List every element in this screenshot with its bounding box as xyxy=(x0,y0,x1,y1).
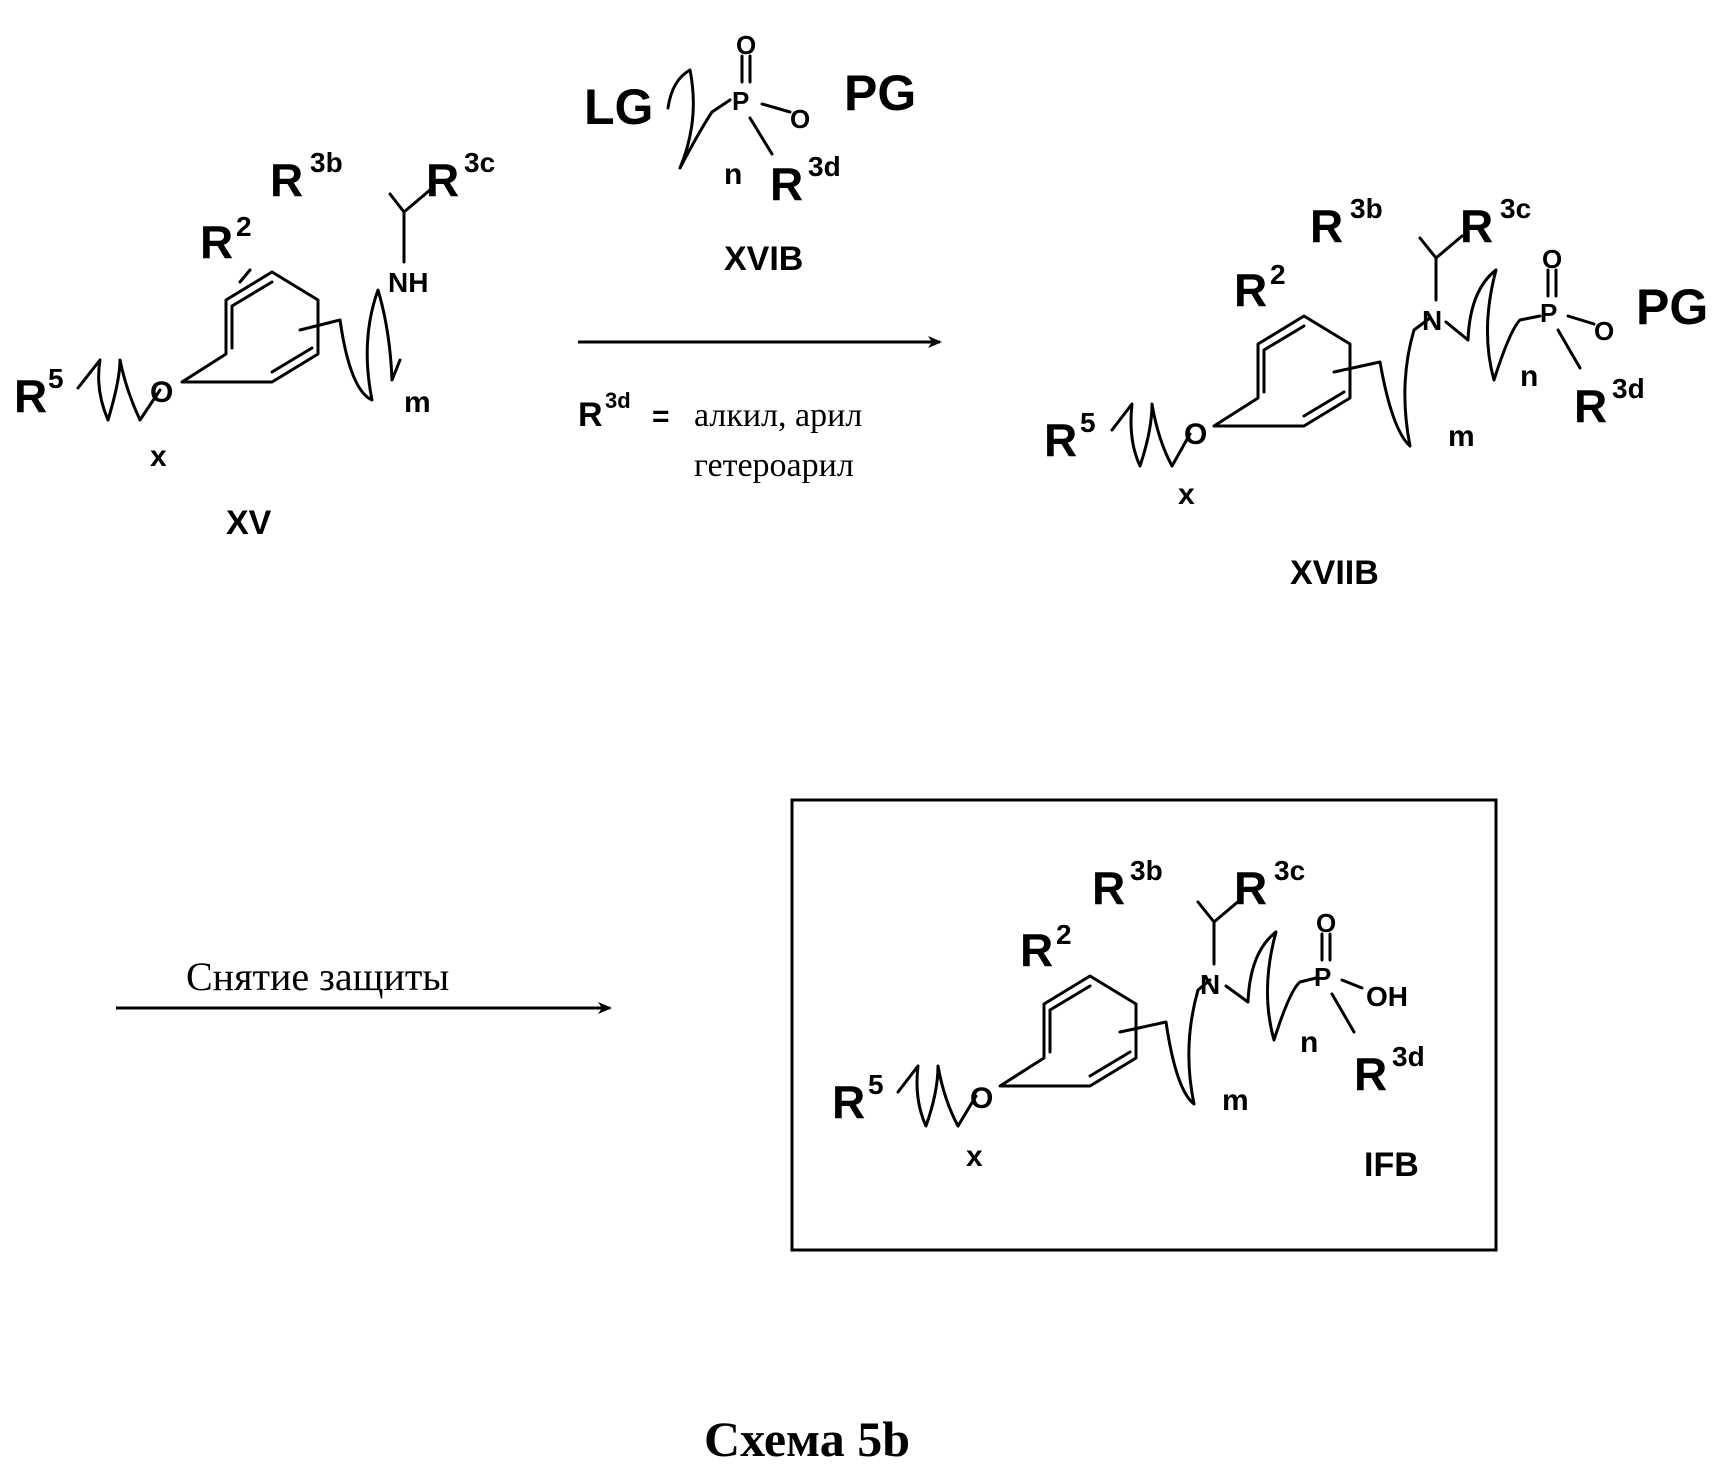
ifb-nitrogen: N xyxy=(1200,969,1220,1000)
scheme-caption: Схема 5b xyxy=(704,1411,910,1467)
condition-line-1: алкил, арил xyxy=(694,397,862,434)
xv-nh: NH xyxy=(388,267,428,298)
xviib-index-x: x xyxy=(1178,478,1195,511)
compound-xv: R 5 O x R 2 m NH R 3b R 3c XV xyxy=(14,147,495,542)
xviib-r3d-label: R xyxy=(1574,380,1607,432)
xviib-oxo: O xyxy=(1542,244,1562,274)
ifb-hydroxyl: OH xyxy=(1366,981,1408,1012)
xviib-index-n: n xyxy=(1520,360,1538,393)
ifb-r3d-label: R xyxy=(1354,1048,1387,1100)
xv-index-x: x xyxy=(150,440,167,473)
xvib-compound-label: XVIB xyxy=(724,240,803,278)
xv-r3b-label: R xyxy=(270,154,303,206)
ifb-r3c-label: R xyxy=(1234,862,1267,914)
ifb-r3b-superscript: 3b xyxy=(1130,855,1163,886)
xviib-index-m: m xyxy=(1448,420,1475,453)
xv-r3c-label: R xyxy=(426,154,459,206)
compound-xviib: R 5 O x R 2 m N R 3b R 3c n P O O PG R 3… xyxy=(1044,193,1708,592)
xv-r2-label: R xyxy=(200,216,233,268)
xvib-lg: LG xyxy=(584,79,653,135)
ifb-r2-superscript: 2 xyxy=(1056,919,1072,950)
xvib-phosphorus: P xyxy=(732,86,749,116)
xviib-r3c-superscript: 3c xyxy=(1500,193,1531,224)
xvib-r3d-superscript: 3d xyxy=(808,151,841,182)
xviib-ester-oxygen: O xyxy=(1594,316,1614,346)
reaction-arrow-1: R 3d = алкил, арил гетероарил xyxy=(578,342,940,484)
ifb-ether-oxygen: O xyxy=(970,1082,993,1115)
xv-r2-superscript: 2 xyxy=(236,211,252,242)
ifb-r3d-superscript: 3d xyxy=(1392,1041,1425,1072)
xviib-r5-superscript: 5 xyxy=(1080,407,1096,438)
condition-equals: = xyxy=(652,400,670,433)
ifb-index-x: x xyxy=(966,1140,983,1173)
xv-ether-oxygen: O xyxy=(150,376,173,409)
ifb-index-m: m xyxy=(1222,1084,1249,1117)
ifb-phosphorus: P xyxy=(1314,962,1331,992)
xv-r3b-superscript: 3b xyxy=(310,147,343,178)
xviib-r3d-superscript: 3d xyxy=(1612,373,1645,404)
xviib-r2-superscript: 2 xyxy=(1270,259,1286,290)
xviib-nitrogen: N xyxy=(1422,305,1442,336)
ifb-r5-label: R xyxy=(832,1076,865,1128)
deprotection-label: Снятие защиты xyxy=(186,954,449,999)
xv-r3c-superscript: 3c xyxy=(464,147,495,178)
condition-r3d-label: R xyxy=(578,396,603,434)
reagent-xvib: LG P O O PG n R 3d XVIB xyxy=(584,30,916,278)
ifb-r3b-label: R xyxy=(1092,862,1125,914)
xviib-r2-label: R xyxy=(1234,264,1267,316)
r5-label: R xyxy=(14,370,47,422)
xviib-pg: PG xyxy=(1636,279,1708,335)
ifb-index-n: n xyxy=(1300,1026,1318,1059)
ifb-oxo: O xyxy=(1316,908,1336,938)
xviib-ether-oxygen: O xyxy=(1184,418,1207,451)
xvib-index-n: n xyxy=(724,158,742,191)
xviib-r5-label: R xyxy=(1044,414,1077,466)
xvib-oxo: O xyxy=(736,30,756,60)
condition-line-2: гетероарил xyxy=(694,447,854,484)
xv-index-m: m xyxy=(404,386,431,419)
product-ifb-box: R 5 O x R 2 m N R 3b R 3c n P O OH R 3d … xyxy=(792,800,1496,1250)
ifb-r3c-superscript: 3c xyxy=(1274,855,1305,886)
xvib-r3d-label: R xyxy=(770,158,803,210)
xviib-compound-label: XVIIB xyxy=(1290,554,1379,592)
xviib-phosphorus: P xyxy=(1540,298,1557,328)
xvib-ester-oxygen: O xyxy=(790,104,810,134)
r5-superscript: 5 xyxy=(48,363,64,394)
xviib-r3c-label: R xyxy=(1460,200,1493,252)
xv-compound-label: XV xyxy=(226,504,272,542)
condition-r3d-superscript: 3d xyxy=(605,388,631,413)
ifb-r5-superscript: 5 xyxy=(868,1069,884,1100)
ifb-compound-label: IFB xyxy=(1364,1146,1419,1184)
reaction-arrow-2: Снятие защиты xyxy=(116,954,610,1008)
ifb-r2-label: R xyxy=(1020,924,1053,976)
xviib-r3b-label: R xyxy=(1310,200,1343,252)
xvib-pg: PG xyxy=(844,65,916,121)
xviib-r3b-superscript: 3b xyxy=(1350,193,1383,224)
